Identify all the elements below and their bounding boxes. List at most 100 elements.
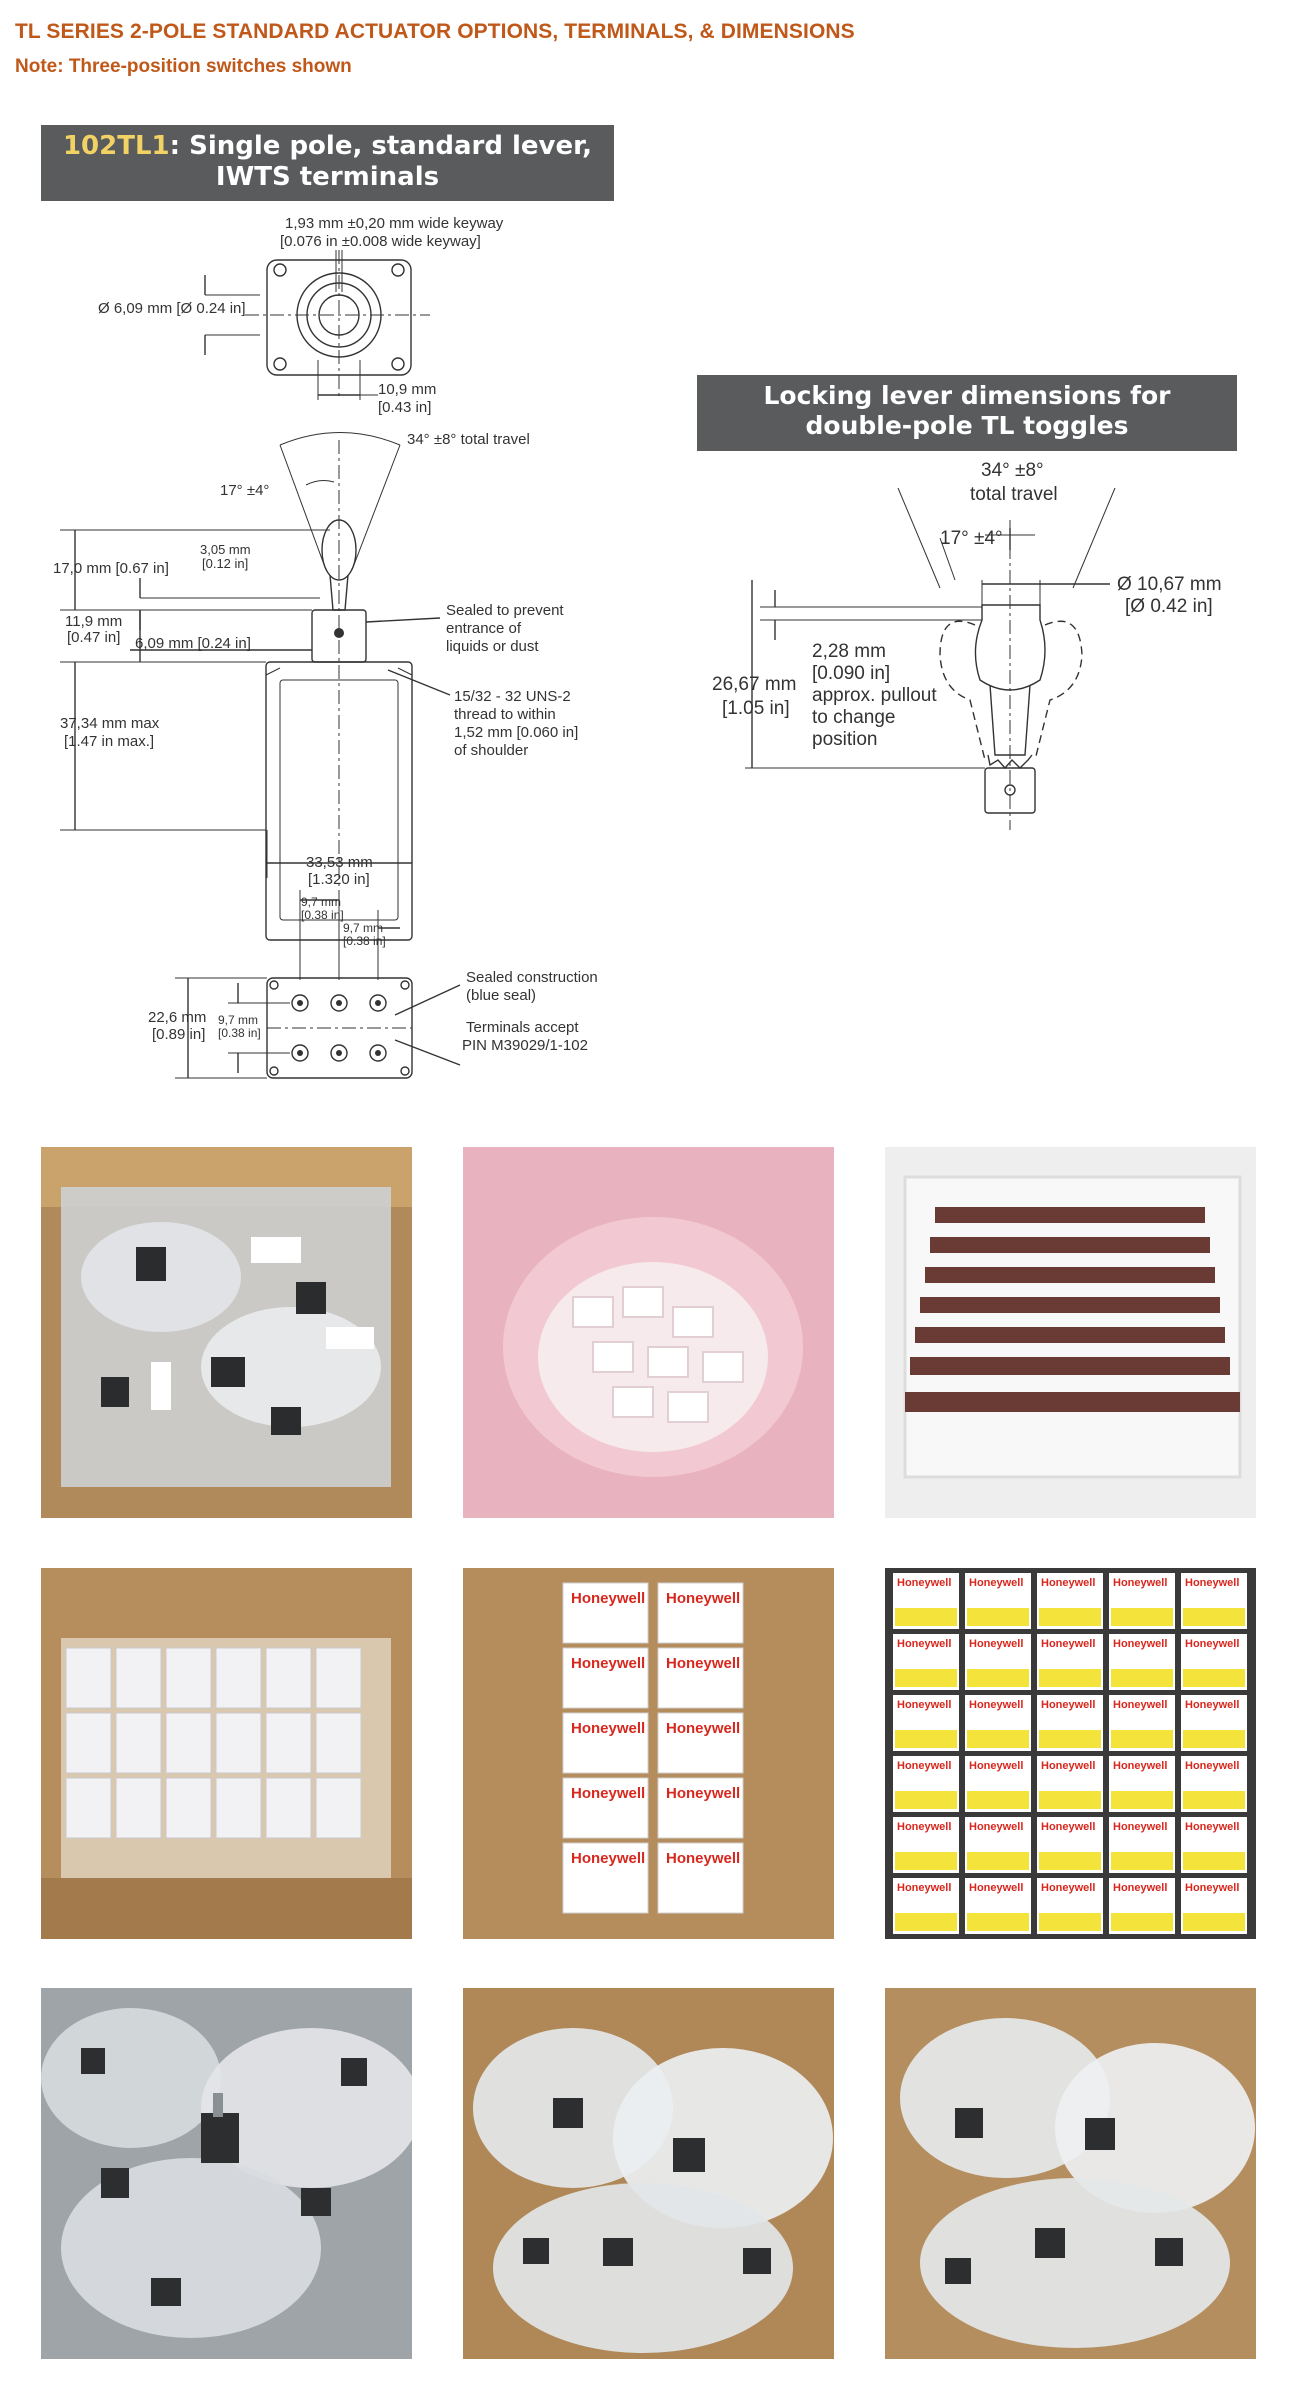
svg-text:Ø 6,09 mm [Ø 0.24 in]: Ø 6,09 mm [Ø 0.24 in] — [98, 300, 246, 317]
svg-text:26,67 mm: 26,67 mm — [712, 674, 796, 695]
svg-text:34° ±8°: 34° ±8° — [981, 460, 1044, 481]
svg-text:Honeywell: Honeywell — [969, 1760, 1023, 1772]
svg-text:6,09 mm [0.24 in]: 6,09 mm [0.24 in] — [135, 635, 251, 652]
svg-text:[1.05 in]: [1.05 in] — [722, 698, 790, 719]
svg-text:liquids or dust: liquids or dust — [446, 638, 539, 655]
photo-clear-bags-3 — [885, 1988, 1256, 2359]
svg-text:Honeywell: Honeywell — [969, 1577, 1023, 1589]
side-view — [265, 432, 413, 1079]
svg-text:Honeywell: Honeywell — [1041, 1577, 1095, 1589]
svg-text:Honeywell: Honeywell — [571, 1655, 645, 1672]
svg-text:Honeywell: Honeywell — [1185, 1760, 1239, 1772]
svg-text:[1.320 in]: [1.320 in] — [308, 871, 370, 888]
svg-text:Honeywell: Honeywell — [897, 1821, 951, 1833]
svg-text:approx. pullout: approx. pullout — [812, 685, 937, 706]
banner-code: 102TL1 — [62, 131, 170, 161]
svg-text:[0.090 in]: [0.090 in] — [812, 663, 890, 684]
svg-text:17° ±4°: 17° ±4° — [220, 482, 269, 499]
svg-text:3,05 mm: 3,05 mm — [200, 542, 251, 557]
svg-text:Honeywell: Honeywell — [1041, 1821, 1095, 1833]
svg-text:Ø 10,67 mm: Ø 10,67 mm — [1117, 574, 1222, 595]
svg-text:total travel: total travel — [970, 484, 1058, 505]
svg-text:Honeywell: Honeywell — [666, 1720, 740, 1737]
locking-lever-drawing — [745, 487, 1116, 830]
svg-text:[0.076 in ±0.008 wide keyway]: [0.076 in ±0.008 wide keyway] — [280, 233, 481, 250]
svg-text:Honeywell: Honeywell — [1185, 1821, 1239, 1833]
svg-text:9,7 mm: 9,7 mm — [343, 921, 383, 935]
svg-text:34° ±8° total travel: 34° ±8° total travel — [407, 431, 530, 448]
svg-text:2,28 mm: 2,28 mm — [812, 641, 886, 662]
svg-text:Honeywell: Honeywell — [1185, 1577, 1239, 1589]
svg-text:Honeywell: Honeywell — [1113, 1821, 1167, 1833]
svg-text:Honeywell: Honeywell — [1113, 1760, 1167, 1772]
svg-text:Honeywell: Honeywell — [571, 1720, 645, 1737]
left-diagram-banner: 102TL1: Single pole, standard lever, IWT… — [41, 125, 614, 201]
svg-text:[0.89 in]: [0.89 in] — [152, 1026, 205, 1043]
svg-text:Honeywell: Honeywell — [897, 1699, 951, 1711]
svg-text:1,52 mm [0.060 in]: 1,52 mm [0.060 in] — [454, 724, 578, 741]
svg-text:Honeywell: Honeywell — [897, 1638, 951, 1650]
svg-text:Honeywell: Honeywell — [969, 1821, 1023, 1833]
svg-text:Honeywell: Honeywell — [571, 1785, 645, 1802]
svg-text:[Ø 0.42 in]: [Ø 0.42 in] — [1125, 596, 1213, 617]
svg-text:to change: to change — [812, 707, 895, 728]
svg-text:Honeywell: Honeywell — [897, 1760, 951, 1772]
svg-text:Honeywell: Honeywell — [571, 1850, 645, 1867]
svg-text:[0.38 in]: [0.38 in] — [343, 934, 386, 948]
svg-text:(blue seal): (blue seal) — [466, 987, 536, 1004]
svg-text:entrance of: entrance of — [446, 620, 522, 637]
svg-text:15/32 - 32 UNS-2: 15/32 - 32 UNS-2 — [454, 688, 571, 705]
svg-text:Sealed to prevent: Sealed to prevent — [446, 602, 564, 619]
svg-text:PIN M39029/1-102: PIN M39029/1-102 — [462, 1037, 588, 1054]
photo-pink-bag-white-parts — [463, 1147, 834, 1518]
svg-text:9,7 mm: 9,7 mm — [218, 1013, 258, 1027]
svg-text:Honeywell: Honeywell — [666, 1850, 740, 1867]
svg-text:Honeywell: Honeywell — [1041, 1699, 1095, 1711]
photo-clear-bags-1 — [41, 1988, 412, 2359]
svg-text:17,0 mm [0.67 in]: 17,0 mm [0.67 in] — [53, 560, 169, 577]
svg-text:Honeywell: Honeywell — [1185, 1699, 1239, 1711]
svg-text:Honeywell: Honeywell — [666, 1655, 740, 1672]
svg-text:Sealed construction: Sealed construction — [466, 969, 598, 986]
svg-text:Honeywell: Honeywell — [666, 1590, 740, 1607]
svg-text:[0.43 in]: [0.43 in] — [378, 399, 431, 416]
svg-text:Honeywell: Honeywell — [1041, 1638, 1095, 1650]
svg-text:[1.47 in max.]: [1.47 in max.] — [64, 733, 154, 750]
svg-text:17° ±4°: 17° ±4° — [940, 528, 1003, 549]
svg-text:Terminals accept: Terminals accept — [466, 1019, 579, 1036]
side-dimension-lines — [60, 529, 461, 1079]
svg-text:9,7 mm: 9,7 mm — [301, 895, 341, 909]
page-title: TL SERIES 2-POLE STANDARD ACTUATOR OPTIO… — [15, 20, 855, 43]
svg-text:Honeywell: Honeywell — [1041, 1882, 1095, 1894]
svg-text:Honeywell: Honeywell — [1113, 1699, 1167, 1711]
photo-clear-bags-2 — [463, 1988, 834, 2359]
svg-text:Honeywell: Honeywell — [1041, 1760, 1095, 1772]
svg-text:[0.47 in]: [0.47 in] — [67, 629, 120, 646]
svg-text:Honeywell: Honeywell — [897, 1882, 951, 1894]
right-diagram-banner: Locking lever dimensions for double-pole… — [697, 375, 1237, 451]
svg-text:11,9 mm: 11,9 mm — [65, 613, 122, 630]
svg-text:[0.38 in]: [0.38 in] — [218, 1026, 261, 1040]
photo-box-white-cartons — [41, 1568, 412, 1939]
svg-text:of shoulder: of shoulder — [454, 742, 528, 759]
svg-text:22,6 mm: 22,6 mm — [148, 1009, 206, 1026]
svg-text:[0.38 in]: [0.38 in] — [301, 908, 344, 922]
top-view — [204, 250, 430, 400]
svg-text:position: position — [812, 729, 878, 750]
svg-text:Honeywell: Honeywell — [571, 1590, 645, 1607]
svg-text:10,9 mm: 10,9 mm — [378, 381, 436, 398]
svg-text:[0.12 in]: [0.12 in] — [202, 556, 248, 571]
svg-text:Honeywell: Honeywell — [969, 1882, 1023, 1894]
svg-text:33,53 mm: 33,53 mm — [306, 854, 373, 871]
svg-text:Honeywell: Honeywell — [897, 1577, 951, 1589]
svg-text:Honeywell: Honeywell — [969, 1699, 1023, 1711]
svg-text:Honeywell: Honeywell — [1113, 1882, 1167, 1894]
svg-text:37,34 mm max: 37,34 mm max — [60, 715, 160, 732]
svg-text:Honeywell: Honeywell — [1113, 1638, 1167, 1650]
svg-text:Honeywell: Honeywell — [1113, 1577, 1167, 1589]
svg-text:Honeywell: Honeywell — [1185, 1638, 1239, 1650]
dimension-diagrams: 102TL1: Single pole, standard lever, IWT… — [0, 110, 1295, 1090]
svg-text:Honeywell: Honeywell — [1185, 1882, 1239, 1894]
